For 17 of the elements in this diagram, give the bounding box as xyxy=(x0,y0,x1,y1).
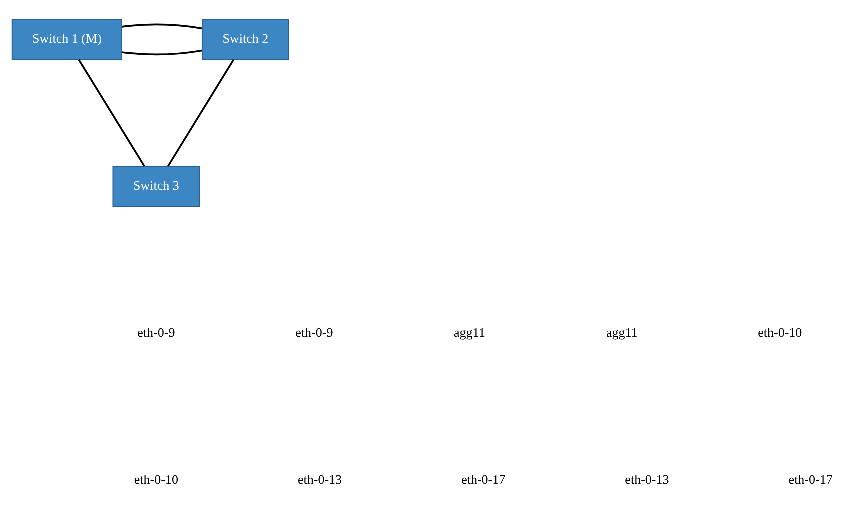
label: eth-0-13 xyxy=(625,472,670,487)
label: eth-0-17 xyxy=(788,472,833,487)
node-box: Switch 1 (M) xyxy=(12,19,122,60)
connector xyxy=(78,59,146,167)
label: agg11 xyxy=(606,324,638,340)
connector xyxy=(168,59,235,167)
connector xyxy=(122,50,202,56)
label: agg11 xyxy=(454,324,486,340)
node-box: Switch 2 xyxy=(202,19,290,60)
label: eth-0-10 xyxy=(758,324,802,340)
label: eth-0-17 xyxy=(462,472,506,487)
label: eth-0-9 xyxy=(138,324,176,340)
node-box: Switch 3 xyxy=(112,166,200,208)
connector xyxy=(122,24,202,30)
label: eth-0-13 xyxy=(298,472,342,487)
label: eth-0-9 xyxy=(296,324,334,340)
label: eth-0-10 xyxy=(134,472,178,487)
